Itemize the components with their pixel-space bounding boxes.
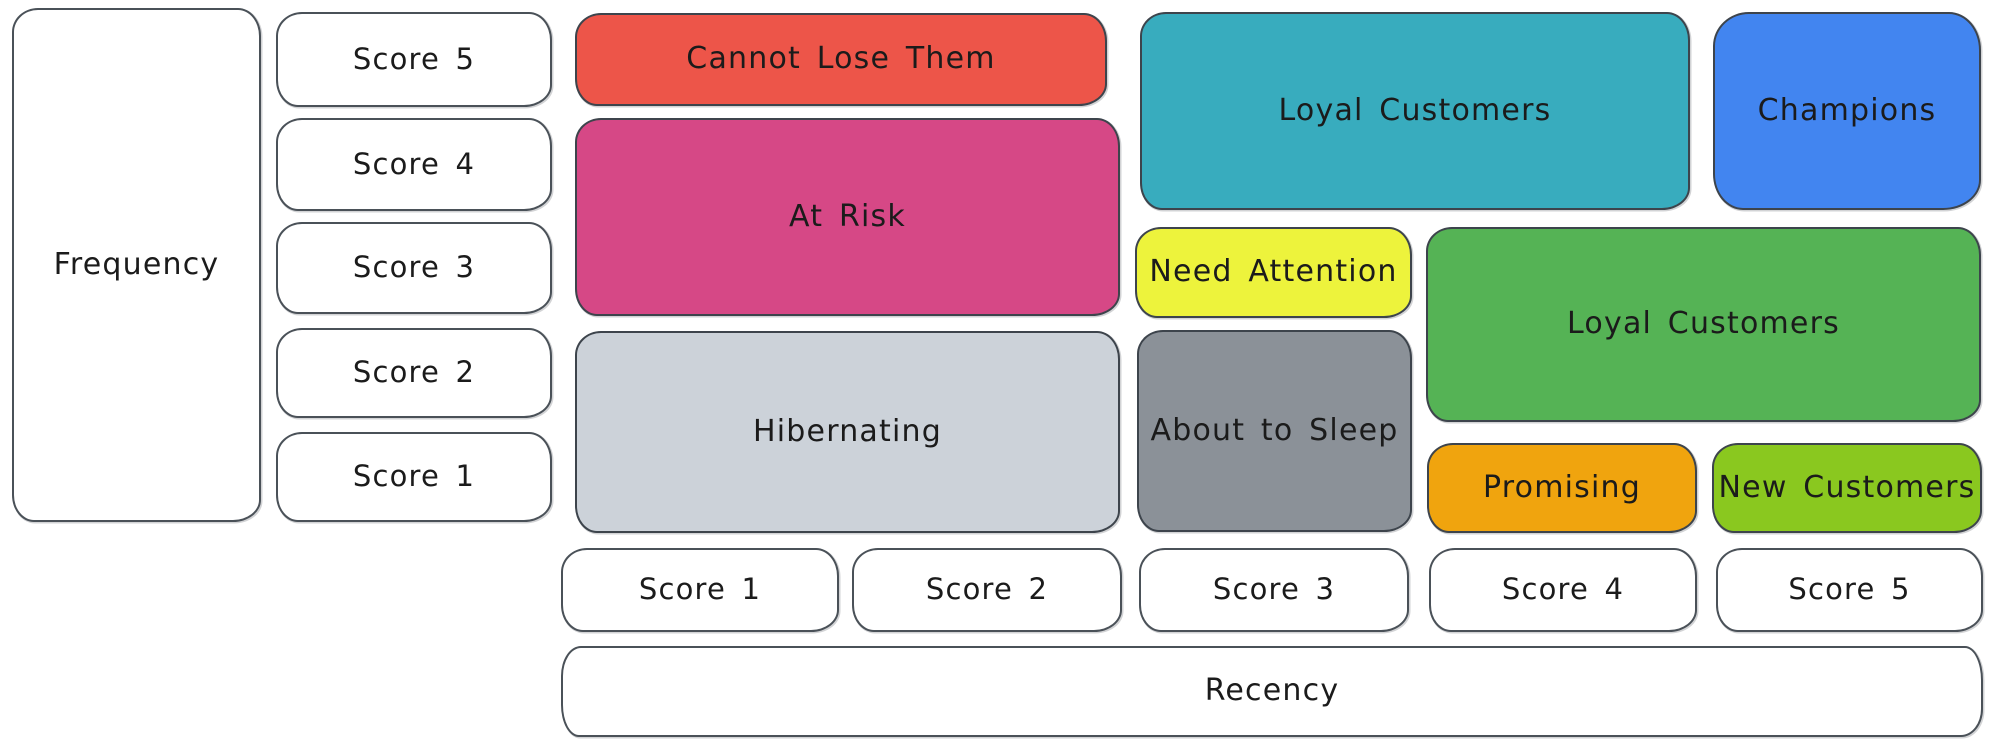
segment-loyal-customers-mid-label: Loyal Customers [1567, 306, 1840, 342]
segment-loyal-customers-mid: Loyal Customers [1426, 227, 1981, 422]
segment-champions: Champions [1713, 12, 1981, 210]
segment-at-risk: At Risk [575, 118, 1120, 316]
recency-score-5-box: Score 5 [1716, 548, 1983, 632]
segment-need-attention: Need Attention [1135, 227, 1412, 318]
recency-score-5-label: Score 5 [1788, 572, 1911, 607]
segment-promising-label: Promising [1483, 469, 1641, 505]
frequency-score-2-box: Score 2 [276, 328, 552, 418]
recency-score-2-box: Score 2 [852, 548, 1122, 632]
recency-score-1-box: Score 1 [561, 548, 839, 632]
frequency-score-5-box: Score 5 [276, 12, 552, 107]
segment-promising: Promising [1427, 443, 1697, 533]
recency-score-1-label: Score 1 [638, 572, 762, 607]
recency-axis-box: Recency [561, 646, 1983, 737]
recency-score-2-label: Score 2 [925, 572, 1049, 607]
segment-about-to-sleep: About to Sleep [1137, 330, 1412, 532]
frequency-score-1-box: Score 1 [276, 432, 552, 522]
segment-new-customers: New Customers [1712, 443, 1982, 533]
segment-about-to-sleep-label: About to Sleep [1150, 412, 1399, 448]
frequency-score-5-label: Score 5 [352, 41, 476, 76]
frequency-axis-box: Frequency [12, 8, 261, 522]
recency-score-4-box: Score 4 [1429, 548, 1697, 632]
recency-score-3-label: Score 3 [1212, 572, 1336, 607]
segment-hibernating: Hibernating [575, 331, 1120, 533]
recency-score-3-box: Score 3 [1139, 548, 1409, 632]
frequency-score-4-box: Score 4 [276, 118, 552, 211]
segment-hibernating-label: Hibernating [753, 413, 942, 449]
segment-at-risk-label: At Risk [789, 198, 906, 234]
segment-cannot-lose-them-label: Cannot Lose Them [686, 41, 996, 77]
frequency-score-1-label: Score 1 [352, 459, 476, 494]
frequency-axis-label: Frequency [53, 246, 220, 282]
recency-axis-label: Recency [1204, 673, 1340, 709]
segment-loyal-customers-top-label: Loyal Customers [1278, 92, 1552, 128]
frequency-score-2-label: Score 2 [352, 355, 476, 390]
segment-new-customers-label: New Customers [1718, 469, 1976, 505]
frequency-score-3-box: Score 3 [276, 222, 552, 314]
segment-need-attention-label: Need Attention [1149, 254, 1398, 290]
frequency-score-3-label: Score 3 [352, 250, 476, 285]
segment-cannot-lose-them: Cannot Lose Them [575, 13, 1107, 106]
segment-champions-label: Champions [1757, 92, 1937, 128]
recency-score-4-label: Score 4 [1501, 572, 1625, 607]
frequency-score-4-label: Score 4 [352, 146, 476, 181]
segment-loyal-customers-top: Loyal Customers [1140, 12, 1690, 210]
